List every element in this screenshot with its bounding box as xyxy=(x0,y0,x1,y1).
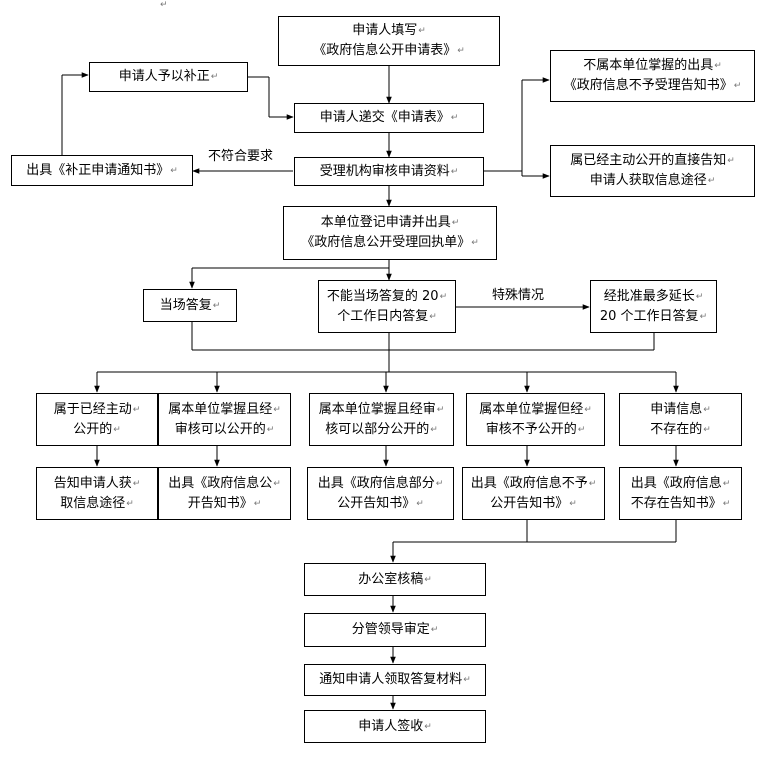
box-cat-not-public: 属本单位掌握但经 审核不予公开的 xyxy=(466,393,605,446)
box-out-not-exist-notice: 出具《政府信息 不存在告知书》 xyxy=(619,467,742,520)
box-out-public-notice: 出具《政府信息公 开告知书》 xyxy=(158,467,291,520)
box-leader-approve: 分管领导审定 xyxy=(304,613,486,647)
box-supplement: 申请人予以补正 xyxy=(89,62,248,92)
box-submit: 申请人递交《申请表》 xyxy=(294,103,484,133)
paragraph-mark: ↵ xyxy=(160,0,168,10)
box-extension: 经批准最多延长 20 个工作日答复 xyxy=(590,280,717,333)
label-not-compliant: 不符合要求 xyxy=(208,149,274,164)
box-out-inform: 告知申请人获 取信息途径 xyxy=(36,467,158,520)
box-reply-on-spot: 当场答复 xyxy=(143,289,237,322)
box-fill-form: 申请人填写 《政府信息公开申请表》 xyxy=(278,16,500,66)
box-already-public: 属已经主动公开的直接告知 申请人获取信息途径 xyxy=(550,145,755,197)
box-out-partial-notice: 出具《政府信息部分 公开告知书》 xyxy=(307,467,454,520)
box-register: 本单位登记申请并出具 《政府信息公开受理回执单》 xyxy=(283,206,497,260)
box-office-review: 办公室核稿 xyxy=(304,563,486,596)
box-issue-correction: 出具《补正申请通知书》 xyxy=(11,155,193,186)
box-cat-public-active: 属于已经主动 公开的 xyxy=(36,393,158,446)
box-not-held: 不属本单位掌握的出具 《政府信息不予受理告知书》 xyxy=(550,50,755,102)
label-special-case: 特殊情况 xyxy=(492,288,545,303)
box-out-not-public-notice: 出具《政府信息不予 公开告知书》 xyxy=(462,467,605,520)
box-review: 受理机构审核申请资料 xyxy=(294,157,484,186)
box-reply-20-days: 不能当场答复的 20 个工作日内答复 xyxy=(318,280,456,333)
box-cat-can-public: 属本单位掌握且经 审核可以公开的 xyxy=(158,393,291,446)
box-sign-receipt: 申请人签收 xyxy=(304,710,486,743)
box-cat-not-exist: 申请信息 不存在的 xyxy=(619,393,742,446)
box-cat-partial: 属本单位掌握且经审 核可以部分公开的 xyxy=(309,393,454,446)
box-notify-collect: 通知申请人领取答复材料 xyxy=(304,664,486,696)
